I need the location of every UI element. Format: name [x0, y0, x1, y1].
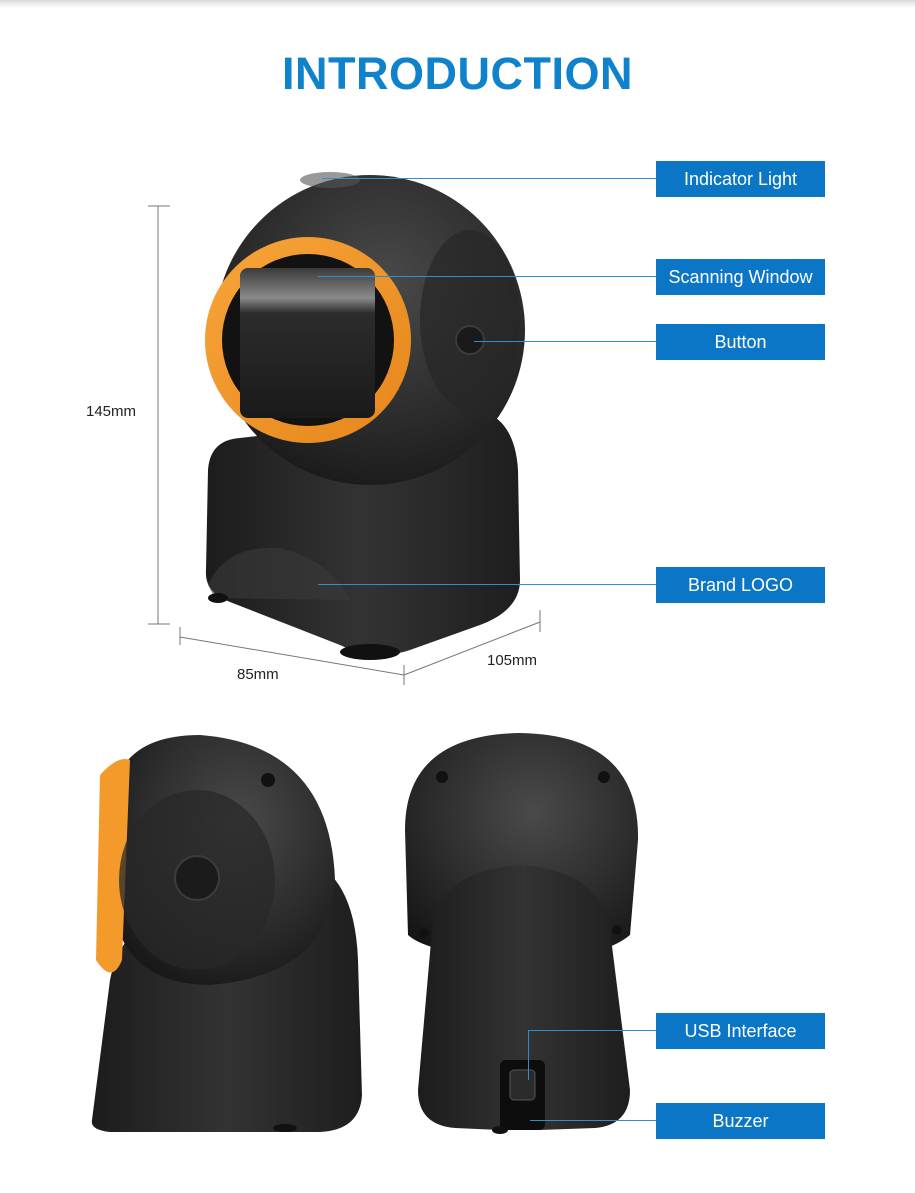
brand-logo-label: Brand LOGO	[656, 567, 825, 603]
buzzer-leader	[530, 1120, 656, 1121]
indicator-light-label: Indicator Light	[656, 161, 825, 197]
brand-logo-leader	[318, 584, 656, 585]
button-leader	[474, 341, 656, 342]
button-label: Button	[656, 324, 825, 360]
usb-interface-label: USB Interface	[656, 1013, 825, 1049]
width-dimension: 85mm	[237, 666, 279, 683]
usb-interface-leader-vertical	[528, 1030, 529, 1080]
depth-dimension: 105mm	[487, 652, 538, 669]
back-view-scanner	[405, 733, 639, 1134]
dimension-lines	[148, 205, 541, 685]
page-title: INTRODUCTION	[282, 48, 633, 99]
top-divider	[0, 0, 915, 8]
usb-interface-leader	[528, 1030, 656, 1031]
buzzer-label: Buzzer	[656, 1103, 825, 1139]
front-view-scanner	[205, 172, 525, 660]
scanning-window-label: Scanning Window	[656, 259, 825, 295]
side-view-scanner	[91, 735, 363, 1132]
height-dimension: 145mm	[86, 403, 137, 420]
indicator-light-leader	[322, 178, 656, 179]
scanning-window-leader	[318, 276, 656, 277]
